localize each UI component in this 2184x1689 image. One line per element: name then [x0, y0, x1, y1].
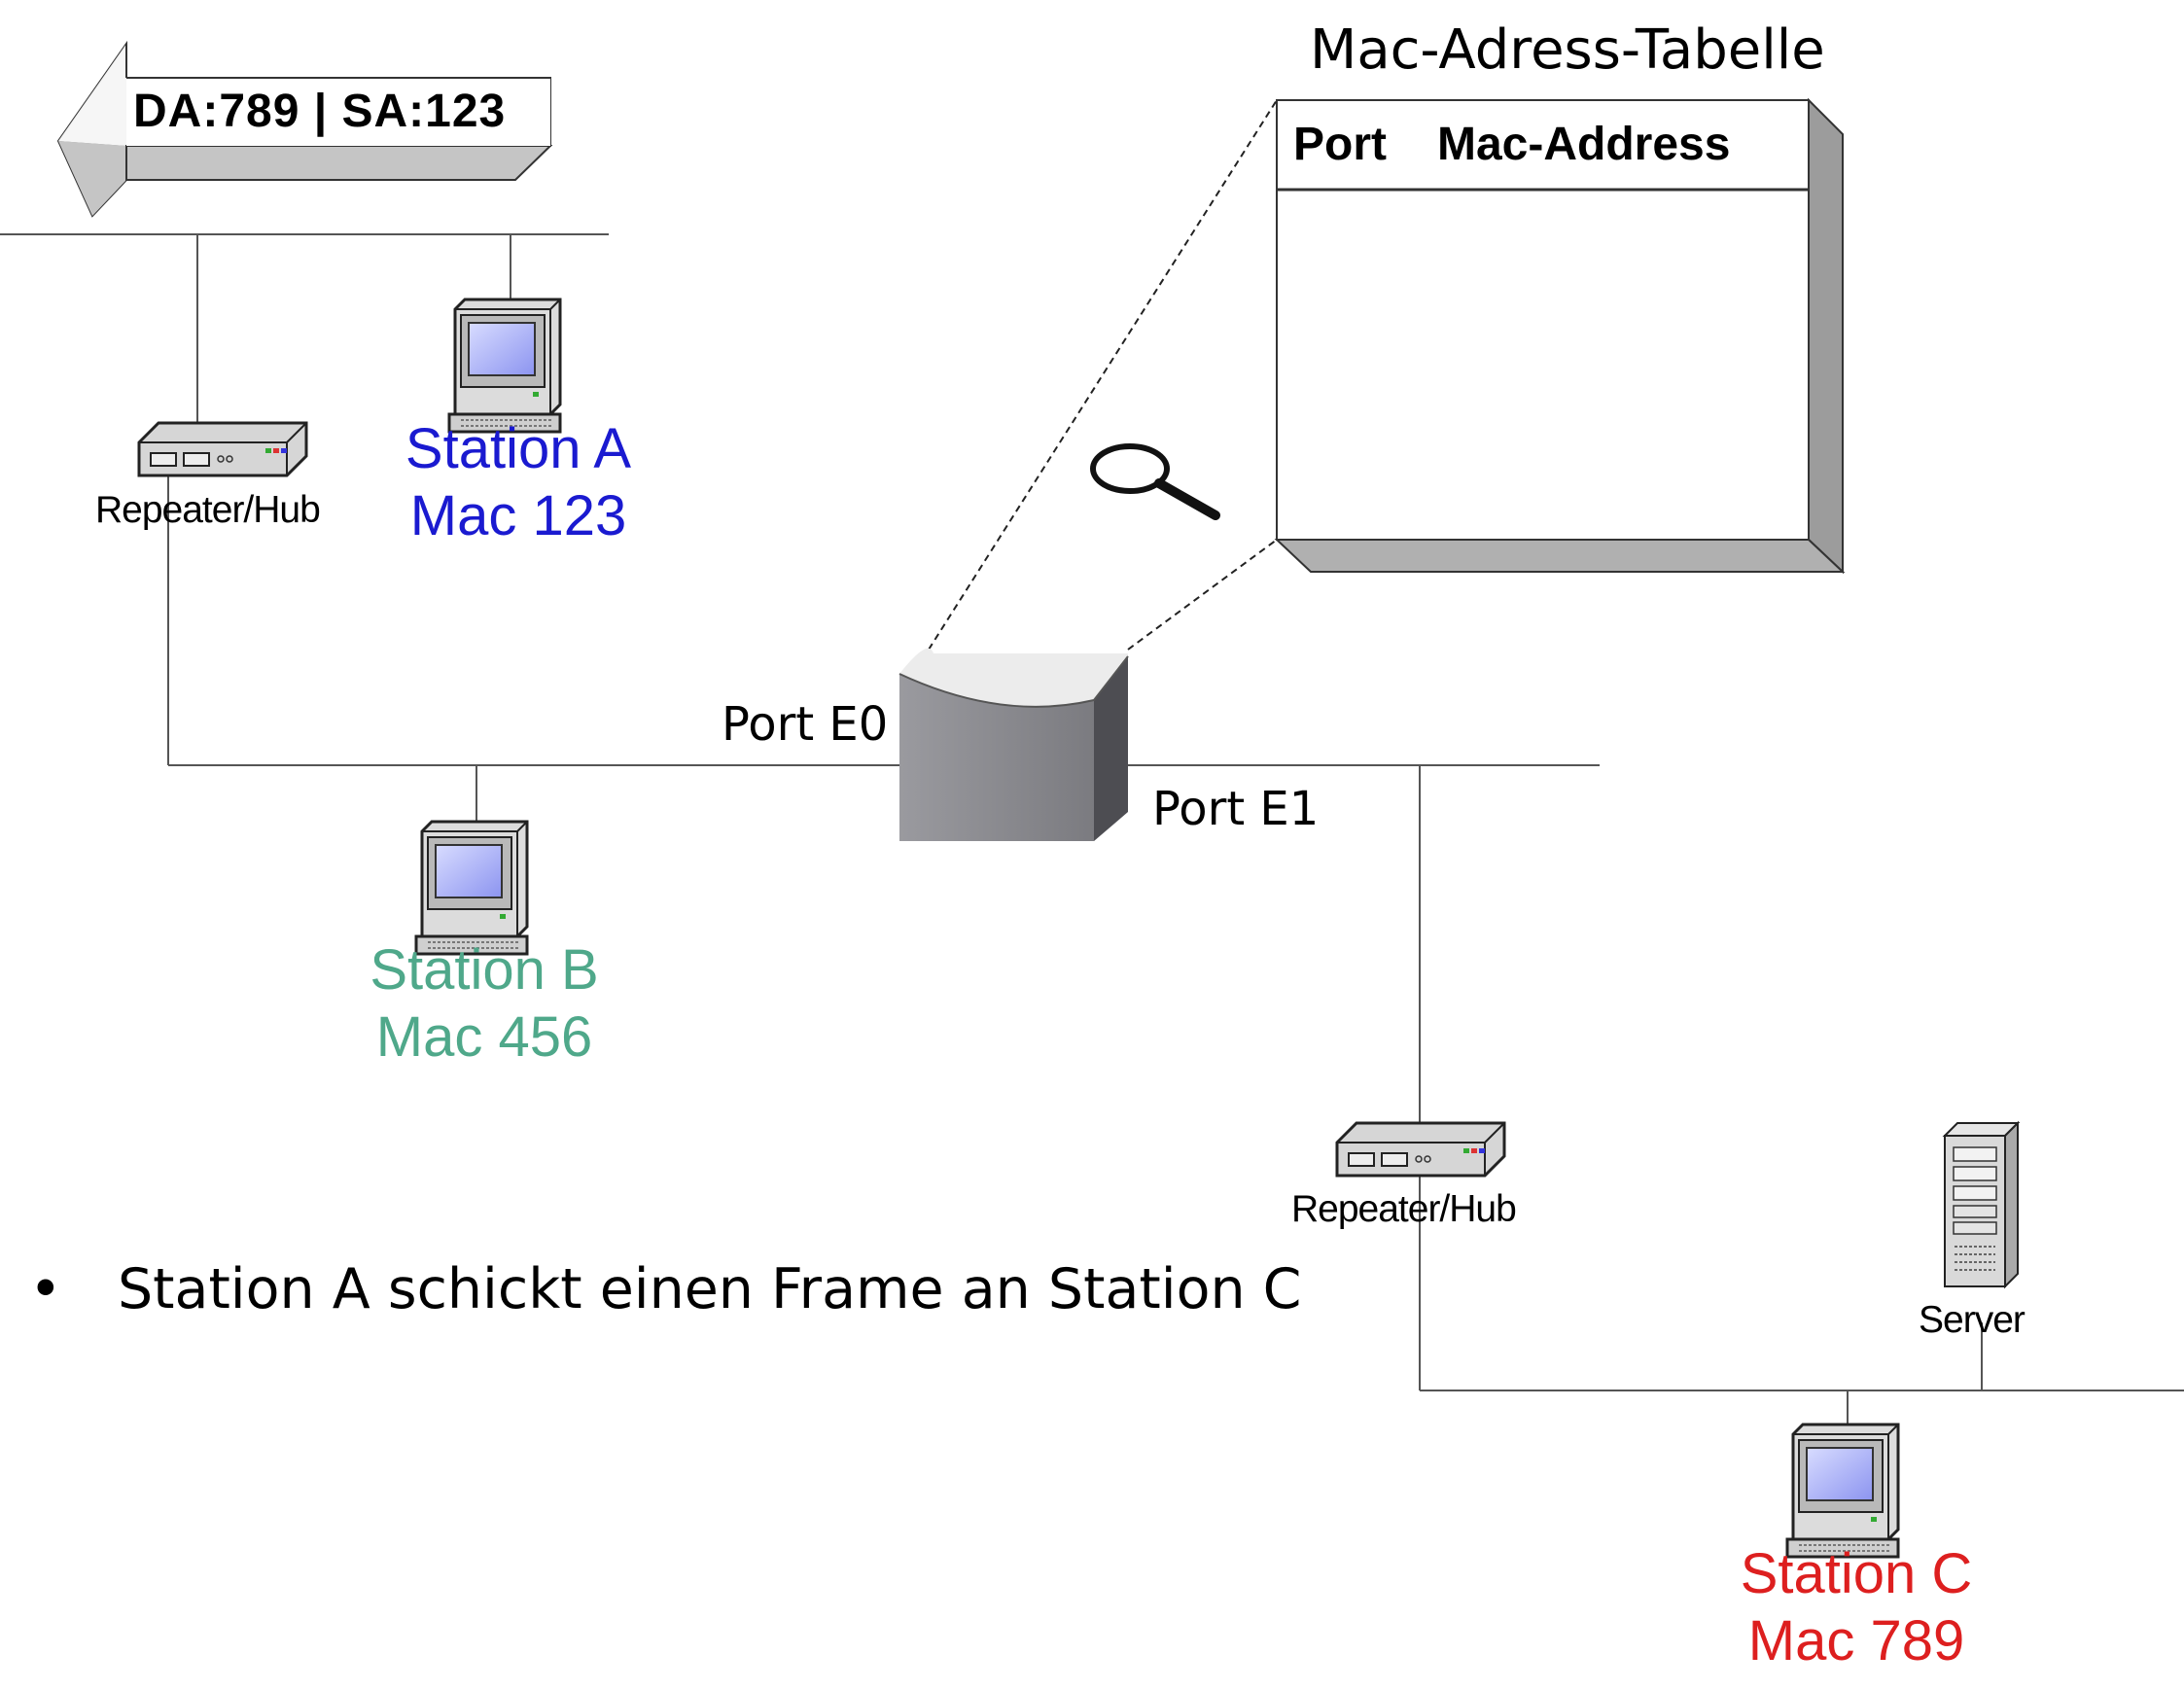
frame-label: DA:789 | SA:123 — [133, 86, 507, 137]
port-e0-label: Port E0 — [722, 697, 889, 752]
arrow-left-icon — [56, 40, 553, 218]
station-a-name: Station A — [405, 417, 632, 480]
mac-table-title: Mac-Adress-Tabelle — [1310, 18, 1825, 82]
mac-table-box — [1274, 97, 1846, 575]
station-c-name: Station C — [1740, 1542, 1973, 1605]
server-icon — [1942, 1120, 2021, 1289]
mac-table-header-mac: Mac-Address — [1437, 119, 1731, 170]
computer-icon — [414, 820, 529, 956]
port-e1-label: Port E1 — [1152, 782, 1320, 836]
hub-label-right: Repeater/Hub — [1291, 1188, 1517, 1230]
hub-icon — [1335, 1121, 1506, 1178]
station-b-name: Station B — [370, 938, 599, 1002]
magnifier-icon — [1090, 443, 1220, 520]
server-label: Server — [1919, 1299, 2025, 1341]
bullet-text: Station A schickt einen Frame an Station… — [118, 1257, 1302, 1321]
mac-table-header-port: Port — [1293, 119, 1387, 170]
station-c-mac: Mac 789 — [1747, 1609, 1965, 1672]
network-lines — [0, 233, 2184, 1425]
station-b-label: Station B Mac 456 — [338, 936, 630, 1071]
bullet-marker: • — [29, 1257, 62, 1321]
station-b-mac: Mac 456 — [375, 1005, 593, 1069]
computer-icon — [1785, 1423, 1900, 1559]
hub-label-left: Repeater/Hub — [95, 489, 321, 531]
station-a-mac: Mac 123 — [409, 484, 627, 547]
computer-icon — [447, 298, 562, 434]
bridge-icon — [898, 648, 1129, 841]
hub-icon — [137, 421, 308, 477]
station-c-label: Station C Mac 789 — [1710, 1540, 2002, 1674]
zoom-lines — [928, 99, 1278, 651]
station-a-label: Station A Mac 123 — [372, 415, 664, 549]
